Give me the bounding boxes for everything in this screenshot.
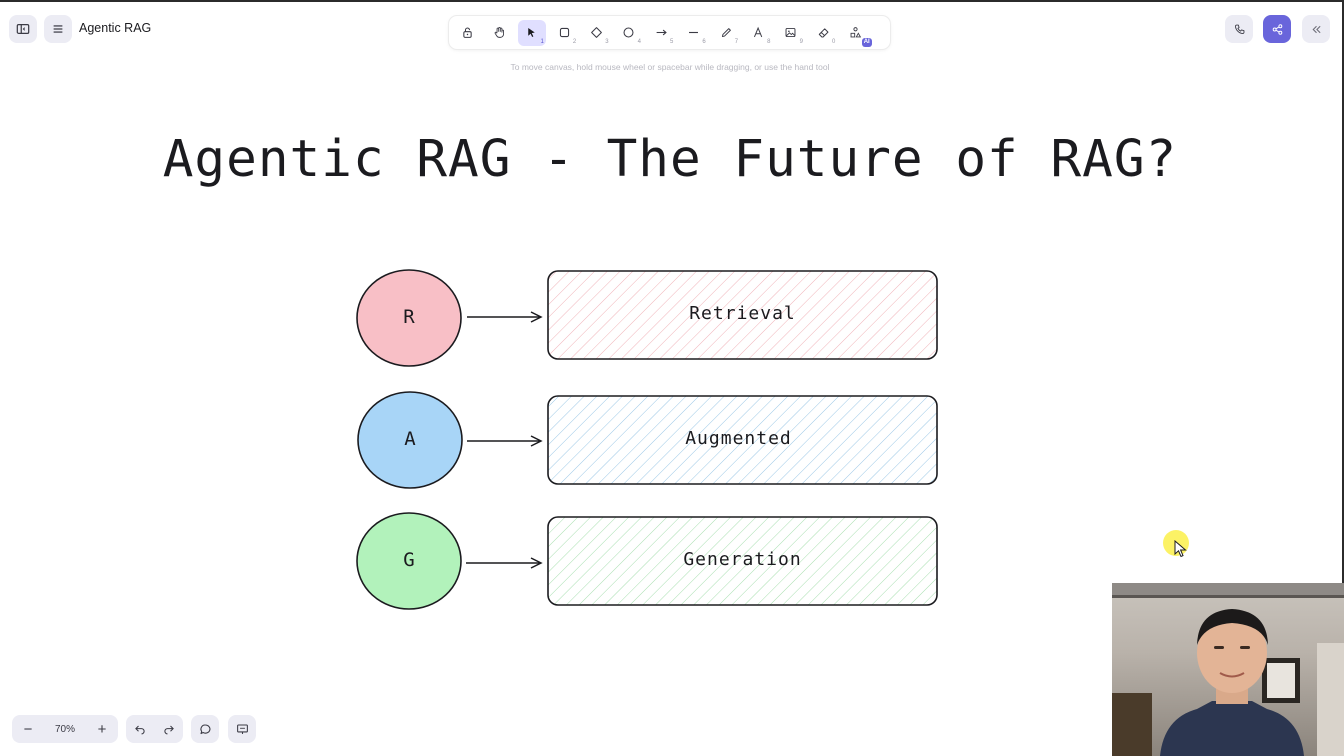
circle-letter-r: R <box>403 306 415 328</box>
ellipse-icon <box>623 27 634 38</box>
tool-key-hint: 7 <box>734 38 739 45</box>
canvas-hint: To move canvas, hold mouse wheel or spac… <box>510 62 830 72</box>
image-icon <box>785 27 796 38</box>
circle-g[interactable] <box>356 512 462 610</box>
lock-icon <box>462 27 472 38</box>
tool-ellipse[interactable]: 4 <box>615 20 643 46</box>
tool-rectangle[interactable]: 2 <box>550 20 578 46</box>
tool-draw[interactable]: 7 <box>712 20 740 46</box>
box-retrieval[interactable] <box>547 270 938 360</box>
tool-key-hint: 5 <box>670 38 674 45</box>
tool-arrow[interactable]: 5 <box>647 20 675 46</box>
box-generation[interactable] <box>547 516 938 606</box>
tool-image[interactable]: 9 <box>777 20 805 46</box>
eraser-icon <box>818 28 829 38</box>
tool-key-hint: 0 <box>831 38 836 45</box>
redo-icon[interactable] <box>163 723 175 735</box>
arrow-a[interactable] <box>467 435 543 447</box>
arrow-r[interactable] <box>467 311 543 323</box>
circle-a[interactable] <box>357 391 463 489</box>
box-label-generation: Generation <box>683 549 802 570</box>
document-title[interactable]: Agentic RAG <box>79 21 152 35</box>
comment-icon <box>199 724 210 734</box>
tool-key-hint: 6 <box>702 38 706 45</box>
webcam-overlay <box>1112 583 1344 756</box>
undo-icon[interactable] <box>134 723 146 735</box>
history-controls <box>126 715 183 743</box>
share-icon <box>1272 23 1282 35</box>
comment-button[interactable] <box>191 715 219 743</box>
canvas-title[interactable]: Agentic RAG - The Future of RAG? <box>162 130 1178 189</box>
window-frame-top <box>0 0 1344 2</box>
hamburger-menu-icon <box>53 25 63 33</box>
arrow-g[interactable] <box>466 557 543 569</box>
zoom-controls: − 70% + <box>12 715 118 743</box>
circle-letter-a: A <box>404 428 416 450</box>
phone-icon <box>1234 24 1244 34</box>
diamond-icon <box>591 27 602 38</box>
call-button[interactable] <box>1225 15 1253 43</box>
tool-text[interactable]: 8 <box>745 20 773 46</box>
tool-selection[interactable]: 1 <box>517 19 546 46</box>
tool-key-hint: 8 <box>767 38 771 45</box>
tool-line[interactable]: 6 <box>680 20 708 46</box>
tool-key-hint: 9 <box>799 38 803 45</box>
zoom-in-button[interactable]: + <box>97 720 107 738</box>
tool-diamond[interactable]: 3 <box>583 20 611 46</box>
sidebar-toggle-icon <box>16 24 30 34</box>
pointer-icon <box>528 28 536 37</box>
pencil-icon <box>721 28 731 38</box>
rectangle-icon <box>559 27 569 38</box>
circle-letter-g: G <box>403 549 415 571</box>
shapes-icon <box>850 27 862 38</box>
presentation-icon <box>236 724 248 734</box>
tool-key-hint: 2 <box>572 38 577 45</box>
mouse-cursor-icon <box>1174 540 1187 558</box>
text-icon <box>754 26 763 38</box>
main-menu-button[interactable] <box>44 15 72 43</box>
ai-badge: AI <box>861 37 872 47</box>
tool-key-hint: 1 <box>540 38 544 45</box>
zoom-out-button[interactable]: − <box>23 720 33 738</box>
sidebar-toggle-button[interactable] <box>9 15 37 43</box>
double-chevron-left-icon <box>1312 25 1321 33</box>
presenter-video <box>1112 583 1344 756</box>
share-button[interactable] <box>1263 15 1291 43</box>
tool-key-hint: 3 <box>605 38 609 45</box>
tool-lock[interactable] <box>453 20 481 46</box>
hand-icon <box>494 27 504 38</box>
tool-more-shapes[interactable]: AI <box>842 20 872 47</box>
tool-eraser[interactable]: 0 <box>809 20 837 46</box>
window-frame-right <box>1342 0 1344 756</box>
circle-r[interactable] <box>356 269 462 367</box>
box-augmented[interactable] <box>547 395 938 485</box>
arrow-icon <box>656 29 667 36</box>
shape-toolbar: 1 2 3 4 5 6 7 8 9 0 AI <box>449 16 890 49</box>
presentation-button[interactable] <box>228 715 256 743</box>
box-label-augmented: Augmented <box>685 428 792 449</box>
zoom-level[interactable]: 70% <box>54 723 75 735</box>
line-icon <box>689 31 699 34</box>
tool-hand[interactable] <box>485 20 513 46</box>
tool-key-hint: 4 <box>637 38 641 45</box>
collapse-panel-button[interactable] <box>1302 15 1330 43</box>
box-label-retrieval: Retrieval <box>689 303 796 324</box>
